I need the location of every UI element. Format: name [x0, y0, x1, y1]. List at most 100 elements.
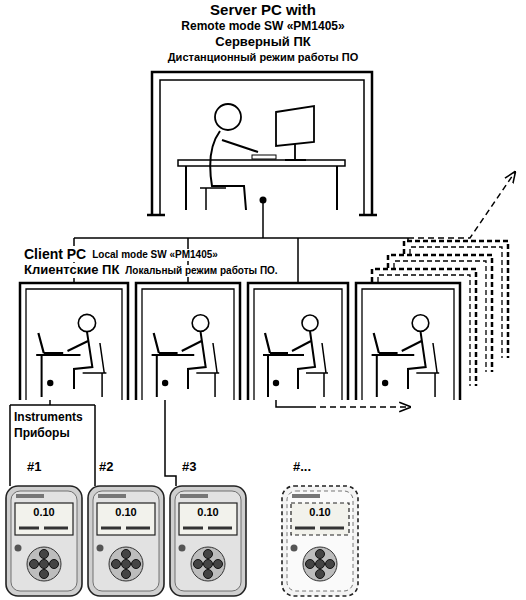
network-wires	[10, 172, 515, 486]
group-label: Client PC	[22, 246, 88, 262]
group-label: Local mode SW «PM1405»	[90, 249, 220, 261]
instrument-number: #1	[27, 460, 41, 474]
group-label: Локальный режим работы ПО.	[123, 265, 279, 277]
button	[214, 560, 223, 569]
booth-frame	[356, 283, 460, 400]
person-arm	[292, 341, 311, 351]
instrument-number: #...	[293, 460, 311, 474]
logo-strip	[16, 494, 44, 498]
person-arm	[68, 341, 89, 351]
booth-frame	[254, 289, 342, 400]
monitor	[276, 106, 314, 146]
laptop	[265, 333, 288, 353]
button	[316, 560, 325, 569]
button	[40, 560, 49, 569]
instrument-body	[88, 486, 164, 596]
button	[204, 560, 213, 569]
person-body	[298, 331, 315, 389]
button	[122, 570, 131, 579]
button	[132, 560, 141, 569]
button	[40, 570, 49, 579]
cable-dot	[382, 380, 388, 386]
booth-frame	[142, 289, 234, 400]
client-booth	[136, 283, 240, 400]
chair	[196, 343, 219, 397]
wire	[310, 406, 410, 408]
display-reading: 0.10	[33, 506, 54, 518]
person-body	[188, 331, 206, 389]
instruments-label: Приборы	[12, 427, 72, 441]
cable-dot	[273, 380, 279, 386]
booth-ground	[248, 283, 348, 400]
instrument: #20.10	[88, 458, 164, 596]
display	[15, 503, 73, 535]
booth-ground	[20, 283, 128, 400]
booth-frame	[362, 289, 454, 400]
instrument	[88, 486, 164, 596]
button	[50, 560, 59, 569]
chair	[416, 343, 439, 397]
booth-ground	[356, 283, 460, 400]
instrument	[282, 486, 358, 596]
instrument	[170, 486, 246, 596]
booth-frame	[160, 80, 364, 215]
button	[112, 560, 121, 569]
booth-frame	[152, 72, 372, 215]
desk-legs	[186, 166, 337, 210]
button-ring	[27, 547, 61, 581]
client-booth	[20, 283, 128, 400]
display	[291, 503, 349, 535]
button	[15, 545, 22, 552]
button	[326, 560, 335, 569]
button	[30, 560, 39, 569]
button	[306, 560, 315, 569]
laptop	[374, 333, 398, 353]
heading: Server PC with	[210, 2, 316, 19]
booth-foot	[147, 214, 377, 217]
person-head	[302, 315, 318, 331]
person-arm	[182, 341, 202, 351]
display-bars	[183, 527, 232, 530]
client-booth	[248, 283, 348, 400]
display-reading: 0.10	[197, 506, 218, 518]
booth-ground	[152, 72, 372, 215]
booth-frame	[20, 283, 128, 400]
heading: Серверный ПК	[215, 35, 310, 49]
person-body	[74, 332, 92, 389]
chair	[83, 343, 107, 397]
instrument: #... 0.10	[282, 458, 358, 596]
instrument-body	[282, 486, 358, 596]
display-reading: 0.10	[309, 506, 330, 518]
button	[204, 570, 213, 579]
instrument-panel	[175, 491, 241, 591]
person-head	[215, 104, 241, 130]
instrument: #30.10	[170, 458, 246, 596]
instrument	[6, 486, 82, 596]
desk-top	[178, 160, 345, 166]
button	[316, 570, 325, 579]
monitor-stand	[285, 144, 306, 160]
instrument-body	[170, 486, 246, 596]
display-bars	[19, 527, 68, 530]
person-body	[408, 331, 426, 389]
instrument-body	[6, 486, 82, 596]
laptop	[38, 333, 63, 353]
button	[179, 545, 186, 552]
button-ring	[109, 547, 143, 581]
button	[204, 550, 213, 559]
chair	[306, 343, 328, 397]
chair	[200, 188, 226, 210]
person-body	[210, 131, 258, 210]
display-bars	[295, 527, 344, 530]
wire	[262, 200, 264, 238]
booth-frame	[248, 283, 348, 400]
wire	[9, 405, 11, 486]
button	[122, 560, 131, 569]
button	[122, 550, 131, 559]
server-pc: Server PC withRemote mode SW «PM1405»Сер…	[100, 0, 426, 215]
person-head	[412, 315, 429, 332]
logo-strip	[180, 494, 208, 498]
booth-frame	[26, 289, 122, 400]
